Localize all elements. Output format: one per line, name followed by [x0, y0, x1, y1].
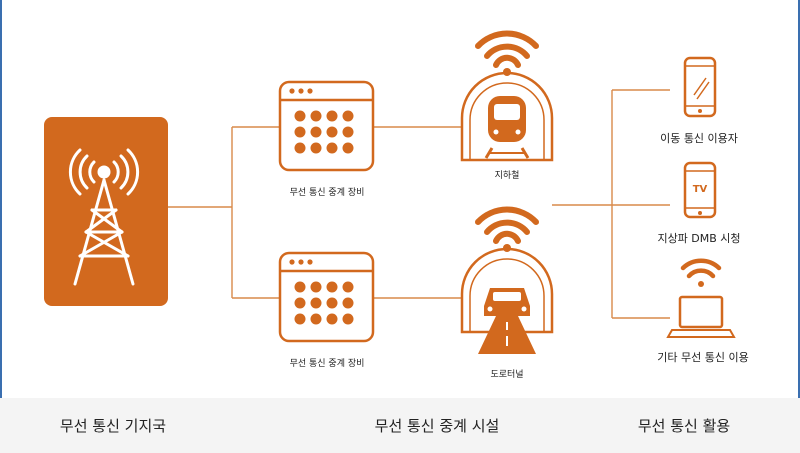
subway-tunnel-icon [460, 71, 554, 162]
road-tunnel-label: 도로터널 [490, 370, 524, 380]
section-relay-facility: 무선 통신 중계 시설 [374, 417, 500, 435]
tv-screen-text: TV [692, 184, 708, 195]
section-base-station: 무선 통신 기지국 [59, 417, 167, 435]
relay-bottom-label: 무선 통신 중계 장비 [289, 359, 365, 369]
tv-phone-icon [683, 161, 717, 219]
other-usage-label: 기타 무선 통신 이용 [657, 351, 749, 364]
connector-lines [168, 89, 670, 319]
subway-label: 지하철 [494, 171, 520, 181]
wifi-icon-road [475, 206, 539, 252]
relay-equipment-icon-bottom [278, 251, 375, 343]
dmb-label: 지상파 DMB 시청 [657, 232, 741, 245]
road-tunnel-icon [460, 247, 554, 354]
laptop-wifi-icon [666, 258, 736, 338]
mobile-user-label: 이동 통신 이용자 [660, 132, 738, 145]
relay-top-label: 무선 통신 중계 장비 [289, 188, 365, 198]
radio-tower-icon [44, 117, 168, 306]
smartphone-icon [683, 56, 717, 118]
wifi-icon-subway [475, 30, 539, 76]
section-label-band [0, 398, 800, 453]
relay-equipment-icon-top [278, 80, 375, 172]
section-usage: 무선 통신 활용 [637, 417, 731, 435]
